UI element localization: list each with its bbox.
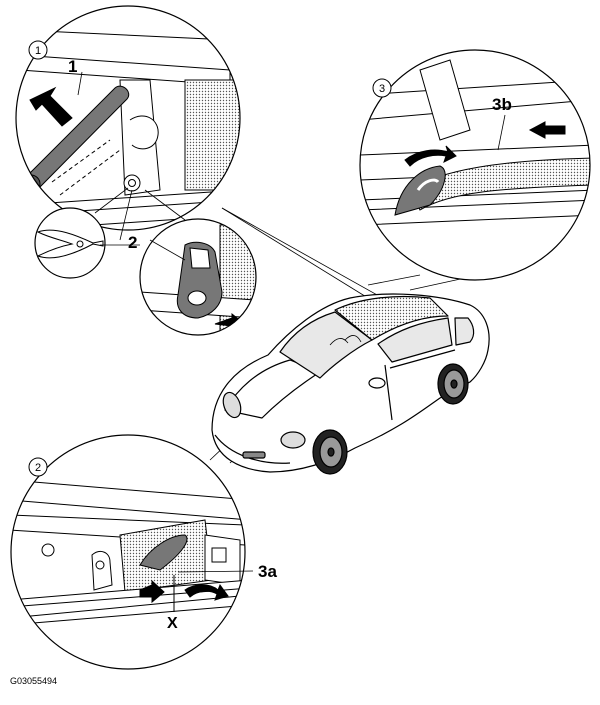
callout-x: X bbox=[167, 615, 178, 632]
detail-circle-2 bbox=[10, 434, 246, 670]
svg-text:3: 3 bbox=[379, 83, 385, 95]
arrow-rotate-icon bbox=[404, 145, 457, 167]
front-wheel bbox=[312, 429, 348, 475]
pliers-detail bbox=[34, 187, 129, 279]
svg-text:2: 2 bbox=[35, 462, 41, 474]
rear-wheel bbox=[437, 363, 469, 405]
callout-leaders bbox=[77, 71, 506, 612]
arrow-right-icon bbox=[139, 579, 165, 604]
clip-detail bbox=[100, 189, 257, 336]
arrow-pull-icon bbox=[29, 86, 73, 127]
callout-1: 1 bbox=[68, 57, 77, 76]
callout-2: 2 bbox=[128, 233, 137, 252]
step-badge-2: 2 bbox=[28, 457, 48, 477]
pliers-icon bbox=[36, 229, 104, 259]
arrow-curve-icon bbox=[184, 583, 229, 601]
detail-circle-3 bbox=[359, 49, 591, 281]
svg-text:1: 1 bbox=[35, 45, 41, 57]
callout-3b: 3b bbox=[492, 95, 512, 114]
step-badge-1: 1 bbox=[28, 40, 48, 60]
callout-3a: 3a bbox=[258, 562, 277, 581]
roof-glass bbox=[334, 295, 449, 341]
car-illustration bbox=[211, 293, 490, 475]
step-badge-3: 3 bbox=[372, 78, 392, 98]
figure-reference-code: G03055494 bbox=[10, 676, 58, 686]
arrow-push-icon bbox=[528, 121, 566, 139]
detail-circle-1 bbox=[15, 5, 241, 231]
